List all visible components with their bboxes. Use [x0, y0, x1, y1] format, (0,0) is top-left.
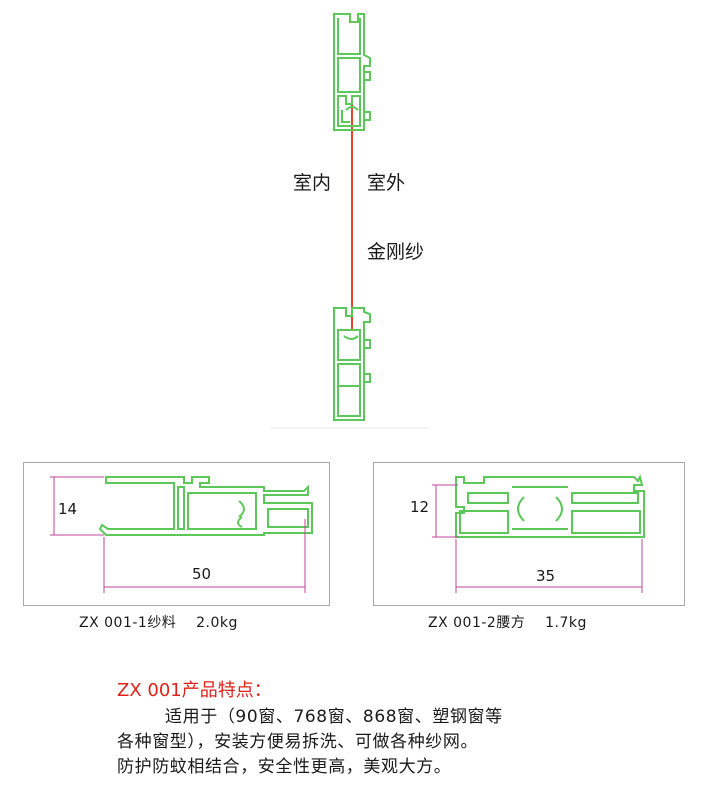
dimension-width-2-value: 35 — [536, 567, 555, 585]
dimension-height-1-value: 14 — [58, 500, 77, 518]
profile-panel-2: 12 35 — [373, 462, 685, 606]
features-line: 防护防蚊相结合，安全性更高，美观大方。 — [117, 757, 452, 777]
profile-2-drawing: 12 35 — [410, 474, 645, 593]
dimension-width-2 — [455, 539, 643, 593]
profile-1-caption: ZX 001-1纱料 2.0kg — [79, 615, 238, 631]
upper-frame-profile — [333, 13, 371, 131]
profile-1-drawing: 14 50 — [50, 476, 313, 593]
dimension-width-1 — [103, 519, 306, 593]
dimension-height-2 — [432, 484, 458, 538]
dimension-width-1-value: 50 — [192, 565, 211, 583]
features-body: 适用于（90窗、768窗、868窗、塑钢窗等 各种窗型），安装方便易拆洗、可做各… — [117, 705, 707, 780]
profile-2-caption: ZX 001-2腰方 1.7kg — [428, 615, 587, 631]
profile-1-shape — [98, 476, 313, 536]
indoor-label: 室内 — [293, 172, 332, 194]
mesh-label: 金刚纱 — [367, 241, 425, 263]
features-line: 适用于（90窗、768窗、868窗、塑钢窗等 — [117, 707, 503, 727]
profile-2-shape — [455, 474, 645, 538]
dimension-height-2-value: 12 — [410, 498, 429, 516]
window-assembly-diagram — [270, 13, 430, 429]
lower-frame-profile — [333, 307, 371, 421]
features-line: 各种窗型），安装方便易拆洗、可做各种纱网。 — [117, 732, 479, 752]
outdoor-label: 室外 — [367, 172, 406, 194]
dimension-height-1 — [50, 476, 104, 536]
features-title: ZX 001产品特点： — [117, 680, 272, 701]
profile-panel-1: 14 50 — [23, 462, 330, 606]
